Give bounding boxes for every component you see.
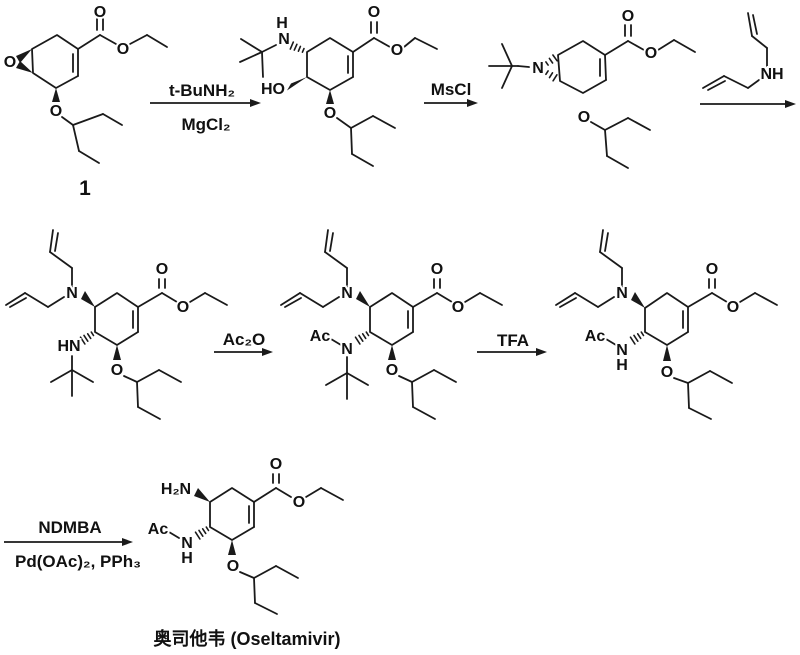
carbonyl-oxygen-label: O [706,261,718,278]
arrow-step-4: Ac₂O [214,328,273,356]
ether-wedge [52,88,60,102]
hash-wedge-nhtbu [79,331,95,345]
carbonyl-oxygen-label: O [156,261,168,278]
ester-oxygen-label: O [117,41,129,58]
acetyl-label: Ac [585,328,606,345]
carbonyl-oxygen-label: O [622,8,634,25]
diallyl-n-label: N [66,285,78,302]
arrow-step-3-diallylamine: NH [700,12,796,108]
ether-oxygen-label: O [324,105,336,122]
carbonyl-oxygen-label: O [431,261,443,278]
amide-h-label: H [616,357,628,374]
n-wedge [631,292,645,308]
amine-n-label: N [278,31,290,48]
amine-wedge [194,488,210,502]
ester-oxygen-label: O [727,299,739,316]
hash-wedge-aziridine-top [545,54,558,66]
bond-lines [168,473,344,615]
molecule-aziridine: N O O O [488,6,696,169]
ether-wedge [326,90,334,104]
reagent-step1-below: MgCl₂ [181,115,230,134]
n-wedge [81,291,95,307]
hydroxyl-label: HO [261,81,285,98]
hash-wedge-aziridine-bottom [545,70,558,82]
acetyl-label: Ac [310,328,331,345]
reagent-step4-above: Ac₂O [223,330,266,349]
amide-n-label: N [341,341,353,358]
hash-wedge-amide [629,331,645,345]
epoxide-wedge-bottom [16,61,33,73]
ether-wedge [113,345,121,360]
molecule-aminoalcohol: H N HO O O O [239,2,438,167]
ether-wedge [388,345,396,360]
bond-lines [239,21,438,167]
reagent-step6-above: NDMBA [38,518,101,537]
n-wedge [356,291,370,307]
ether-oxygen-label: O [661,364,673,381]
bond-lines [31,18,168,164]
epoxide-oxygen-label: O [4,54,16,71]
hash-wedge-amide [354,331,370,345]
compound-number: 1 [79,177,91,200]
amine-hn-label: HN [57,338,80,355]
molecule-oseltamivir: H₂N Ac N H O O O 奥司他韦 (Oseltamivir) [146,454,344,651]
epoxide-wedge-top [16,49,32,63]
ether-oxygen-label: O [386,362,398,379]
diallyl-n-label: N [616,285,628,302]
molecule-diallylamino-nhtbu: N HN O O O [5,229,228,420]
ether-wedge [228,540,236,555]
ether-oxygen-label: O [111,362,123,379]
diallyl-n-label: N [341,285,353,302]
molecule-nac-ntbu: N Ac N O O O [280,229,503,420]
molecule-diallylamino-nhac: N Ac N H O O O [555,229,778,420]
ester-oxygen-label: O [293,494,305,511]
amide-n-label: N [616,342,628,359]
amine-h-label: H [276,15,288,32]
arrow-step-2: MsCl [424,78,478,107]
bond-lines [488,24,696,169]
molecule-compound-1: O O O O 1 [2,2,168,202]
carbonyl-oxygen-label: O [94,4,106,21]
ether-wedge [663,345,671,361]
ether-oxygen-label: O [578,109,590,126]
ester-oxygen-label: O [452,299,464,316]
arrow-step-6: NDMBA Pd(OAc)₂, PPh₃ [4,516,143,573]
ester-oxygen-label: O [177,299,189,316]
bond-lines [5,229,228,420]
reagent-step2-above: MsCl [431,80,472,99]
bond-lines [702,12,768,91]
amide-h-label: H [181,550,193,567]
amine-h2n-label: H₂N [161,481,191,498]
bond-lines [280,229,503,420]
ester-oxygen-label: O [645,45,657,62]
hash-wedge-amide [194,526,210,540]
bond-lines [555,229,778,420]
reagent-step5-above: TFA [497,331,529,350]
carbonyl-oxygen-label: O [368,4,380,21]
reagent-step1-above: t-BuNH₂ [169,81,235,100]
aziridine-n-label: N [532,60,544,77]
ether-oxygen-label: O [50,103,62,120]
amide-n-label: N [181,535,193,552]
arrow-step-5: TFA [477,329,547,356]
reagent-step6-below: Pd(OAc)₂, PPh₃ [15,552,141,571]
carbonyl-oxygen-label: O [270,456,282,473]
acetyl-label: Ac [148,521,169,538]
hash-wedge-nhtbu [289,41,305,54]
product-name-label: 奥司他韦 (Oseltamivir) [153,628,340,649]
ether-oxygen-label: O [227,558,239,575]
diallylamine-nh-label: NH [760,66,783,83]
ester-oxygen-label: O [391,42,403,59]
ho-wedge [287,77,307,91]
arrow-step-1: t-BuNH₂ MgCl₂ [150,79,261,136]
